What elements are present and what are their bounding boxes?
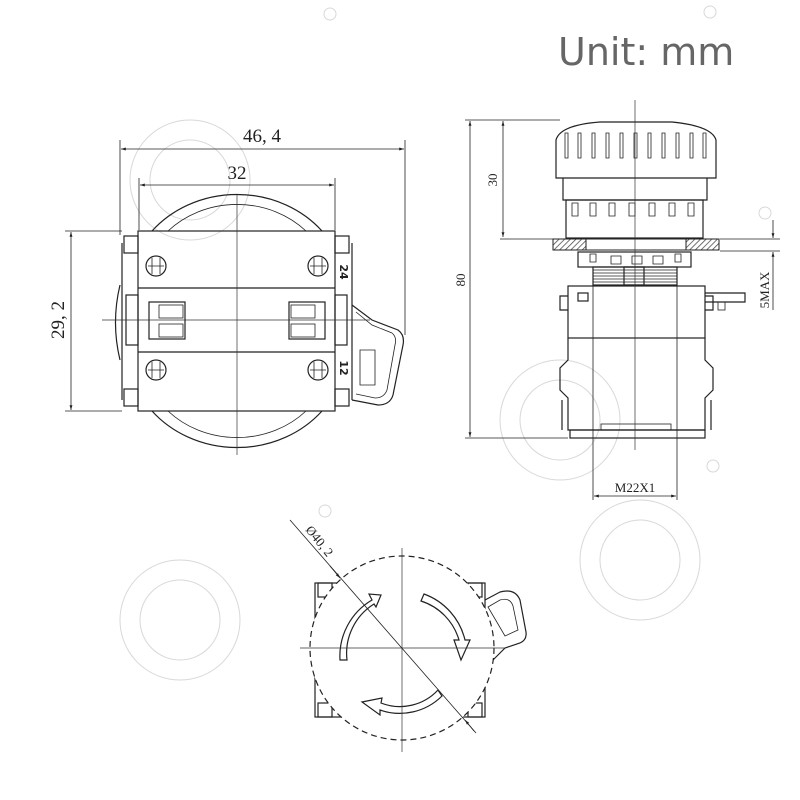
dimension-body-height: 29, 2 xyxy=(48,301,69,339)
watermark-logo xyxy=(119,5,772,681)
dimension-body-width: 32 xyxy=(228,163,247,184)
front-view: 46, 4 32 29, 2 xyxy=(48,126,406,455)
rotate-arrow-icon xyxy=(420,593,471,662)
rotate-arrow-icon xyxy=(339,593,382,661)
dimension-cap-height: 30 xyxy=(485,174,500,187)
cap-ribs xyxy=(564,132,707,239)
dimension-total-height: 80 xyxy=(453,274,468,287)
dimension-overall-width: 46, 4 xyxy=(243,126,282,147)
side-view: 80 30 5MAX xyxy=(453,100,780,500)
dimension-thread: M22X1 xyxy=(615,480,655,495)
terminal-screw-icon xyxy=(145,255,329,381)
terminal-label-12: 12 xyxy=(337,360,350,375)
dimension-line-diameter xyxy=(289,519,477,734)
unit-label: Unit: mm xyxy=(558,30,735,74)
top-view: Ø40, 2 xyxy=(289,519,527,752)
rotate-arrow-icon xyxy=(360,689,443,717)
terminal-label-24: 24 xyxy=(337,264,350,280)
dimension-panel-thickness: 5MAX xyxy=(757,271,772,308)
